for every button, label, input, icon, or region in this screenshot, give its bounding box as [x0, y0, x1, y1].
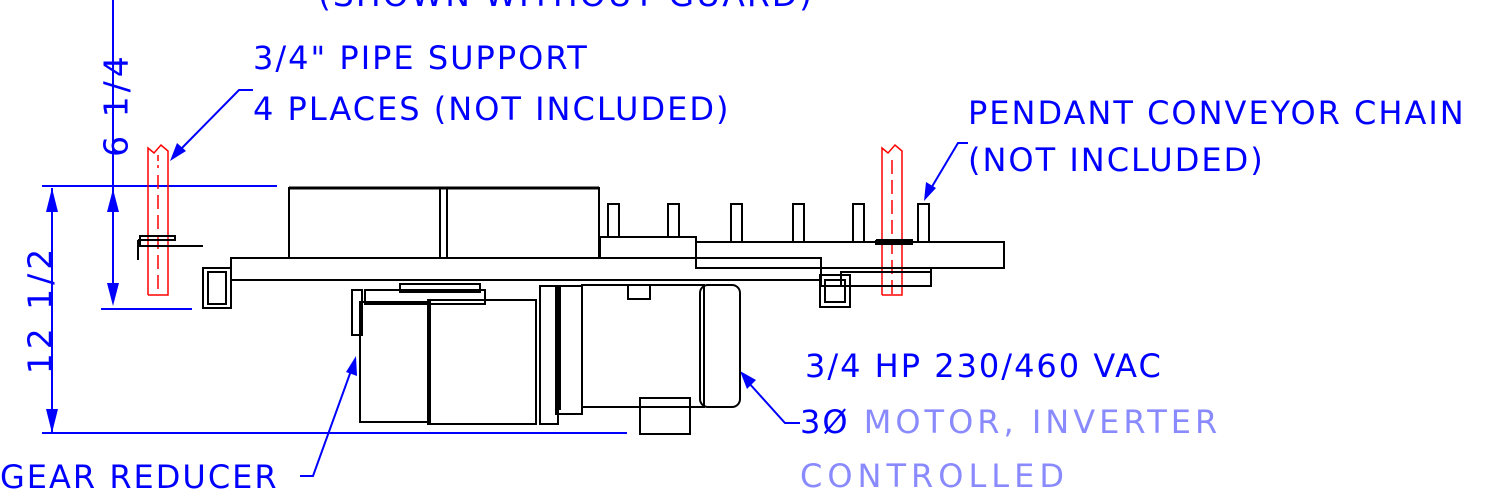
chain-leader — [929, 142, 968, 191]
chain-label-1: PENDANT CONVEYOR CHAIN — [968, 94, 1466, 132]
gear-reducer-label: GEAR REDUCER — [0, 458, 279, 496]
motor-body — [581, 284, 705, 408]
gear-reducer-box — [427, 299, 537, 425]
gear-reducer-leader — [300, 367, 353, 477]
chain-leader-arrow — [924, 182, 936, 201]
motor-label-2: 3Ø MOTOR, INVERTER — [800, 406, 1221, 438]
right-plate — [599, 236, 697, 259]
upper-housing-right — [446, 187, 600, 259]
gear-reducer-body — [359, 301, 431, 423]
pipe-support-leader-arrow — [170, 143, 186, 161]
motor-junction-box — [639, 397, 691, 435]
upper-housing-left — [288, 187, 441, 259]
lower-dimension-arrow-top — [46, 188, 58, 212]
lower-dimension-arrow-bottom — [46, 409, 58, 433]
pipe-supports — [147, 143, 903, 296]
pipe-support-left — [147, 143, 169, 296]
motor-label-3: CONTROLLED — [800, 457, 1069, 495]
upper-dimension-label: 6 1/4 — [96, 52, 136, 157]
motor-phase-symbol: 3Ø — [800, 403, 850, 441]
lower-dimension-label: 12 1/2 — [20, 244, 60, 375]
top-note: (SHOWN WITHOUT GUARD) — [318, 0, 814, 11]
coupling — [539, 285, 559, 425]
right-extension — [695, 241, 1005, 269]
left-clip — [138, 235, 203, 247]
left-clip-foot — [202, 267, 232, 309]
motor-label-1: 3/4 HP 230/460 VAC — [805, 347, 1163, 385]
upper-dimension-arrow-bottom — [107, 283, 119, 306]
upper-dimension-arrow-top — [107, 189, 119, 212]
motor-end-cap — [699, 284, 741, 408]
chain-label-2: (NOT INCLUDED) — [968, 141, 1265, 179]
pipe-support-leader — [179, 89, 253, 151]
motor-leader — [747, 381, 800, 424]
chain-pins — [607, 203, 930, 243]
dimension-lines — [42, 0, 968, 477]
right-clip-foot — [819, 274, 851, 308]
pipe-support-label-2: 4 PLACES (NOT INCLUDED) — [253, 90, 731, 128]
pipe-support-label-1: 3/4" PIPE SUPPORT — [253, 39, 589, 77]
motor-leader-arrow — [740, 371, 756, 389]
gear-reducer-leader-arrow — [346, 356, 357, 376]
motor-label-2-rest: MOTOR, INVERTER — [849, 403, 1222, 441]
right-lower-plate — [820, 267, 932, 287]
drive-assembly — [137, 186, 1005, 435]
